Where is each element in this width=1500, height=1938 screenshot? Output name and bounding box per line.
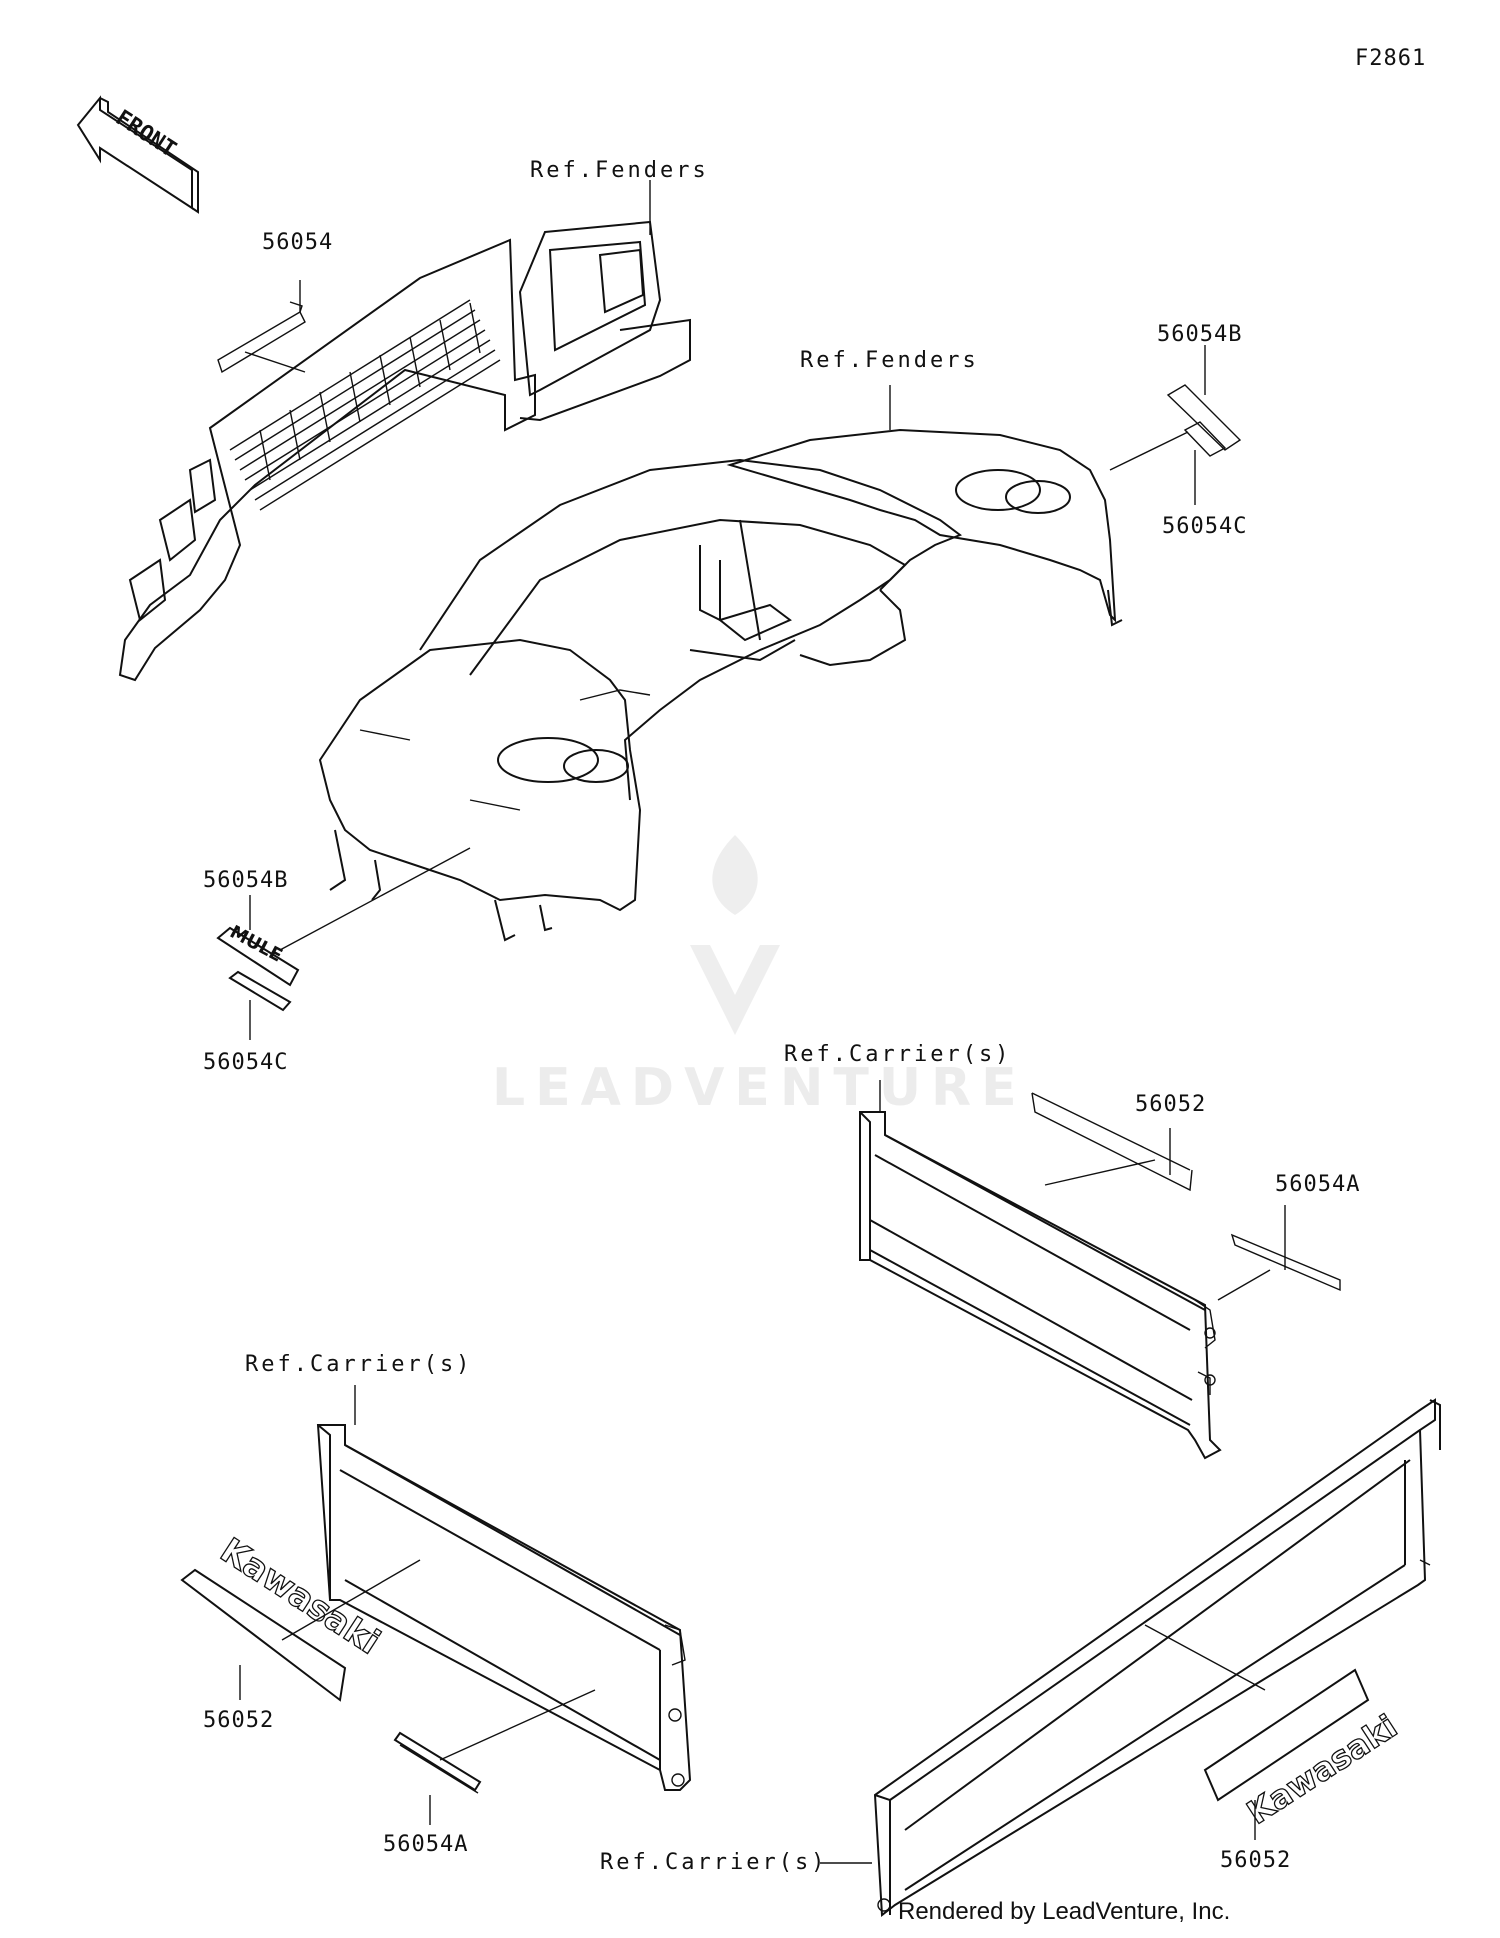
leader-lines (239, 180, 1286, 1864)
decal-kawasaki-right: Kawasaki (1203, 1668, 1404, 1832)
watermark-logo-icon (690, 835, 780, 1035)
decal-56052-right (1031, 1092, 1193, 1192)
label-ref-carriers-right[interactable]: Ref.Carrier(s) (784, 1042, 1012, 1067)
label-part-56054a-right[interactable]: 56054A (1275, 1172, 1361, 1197)
cargo-bed-body (318, 428, 1123, 942)
label-part-56054b-right[interactable]: 56054B (1157, 322, 1243, 347)
carrier-gate-right (859, 1111, 1222, 1460)
decal-56054a-right (1230, 1233, 1341, 1292)
decal-mule-left: MULE (216, 922, 300, 1012)
label-part-56054[interactable]: 56054 (262, 230, 334, 255)
diagram-code: F2861 (1355, 46, 1427, 71)
render-credit: Rendered by LeadVenture, Inc. (898, 1898, 1231, 1925)
label-ref-carriers-bottom[interactable]: Ref.Carrier(s) (600, 1850, 828, 1875)
label-part-56052-left[interactable]: 56052 (203, 1708, 275, 1733)
decal-56054 (217, 301, 306, 374)
decal-kawasaki-left: Kawasaki (180, 1530, 387, 1702)
label-ref-carriers-left[interactable]: Ref.Carrier(s) (245, 1352, 473, 1377)
label-part-56052-bottom[interactable]: 56052 (1220, 1848, 1292, 1873)
label-part-56052-right[interactable]: 56052 (1135, 1092, 1207, 1117)
watermark-text: LEADVENTURE (492, 1058, 1027, 1118)
carrier-gate-left (316, 1424, 692, 1791)
label-part-56054c-right[interactable]: 56054C (1162, 514, 1248, 539)
front-arrow-icon: FRONT (76, 95, 199, 214)
label-part-56054a-left[interactable]: 56054A (383, 1832, 469, 1857)
label-part-56054b-left[interactable]: 56054B (203, 868, 289, 893)
label-ref-fenders-mid[interactable]: Ref.Fenders (800, 348, 979, 373)
label-ref-fenders-top[interactable]: Ref.Fenders (530, 158, 709, 183)
decal-56054b-56054c-right (1166, 384, 1242, 457)
front-grille-panel (118, 220, 691, 682)
label-part-56054c-left[interactable]: 56054C (203, 1050, 289, 1075)
tailgate-bottom (873, 1398, 1441, 1917)
decal-56054a-left (393, 1731, 482, 1794)
